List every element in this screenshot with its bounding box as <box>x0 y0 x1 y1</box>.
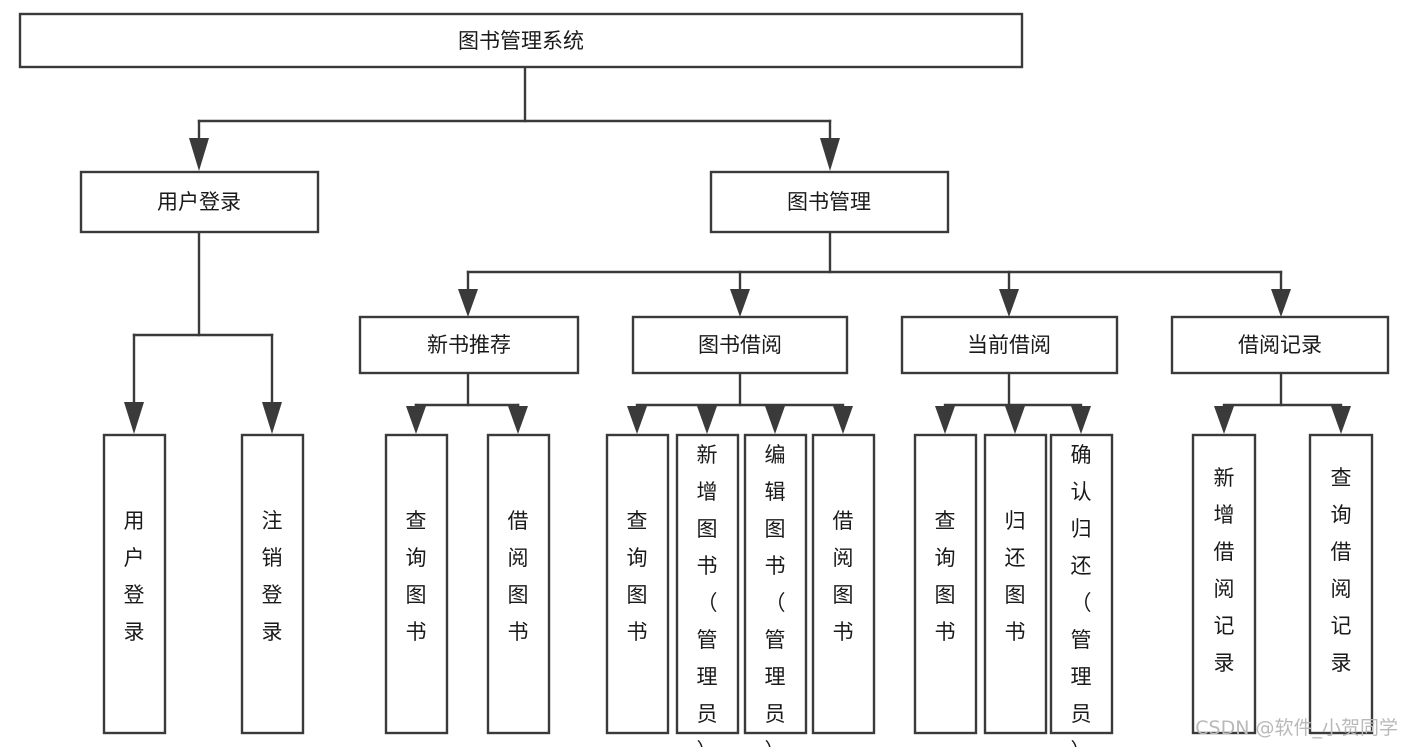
arrow-to-book-borrow <box>730 289 750 317</box>
arrow-to-leaf-add-record <box>1214 406 1234 434</box>
node-leaf-user-login-box[interactable] <box>102 433 167 735</box>
connector-group-borrow-record <box>1214 371 1351 434</box>
node-leaf-borrow-book-2-box[interactable] <box>811 433 876 735</box>
node-leaf-query-record[interactable]: 查询借阅记录 <box>1308 433 1374 735</box>
connector-group-root <box>189 65 840 171</box>
arrow-to-leaf-borrow-book-2 <box>833 406 853 434</box>
node-user-login-label: 用户登录 <box>157 190 241 214</box>
node-root-label: 图书管理系统 <box>458 29 584 53</box>
node-leaf-confirm-return-label: 确认归还（管理员） <box>1071 443 1092 747</box>
node-user-login[interactable]: 用户登录 <box>79 170 320 234</box>
arrow-root-to-user-login <box>189 138 209 171</box>
node-book-borrow-label: 图书借阅 <box>698 333 782 357</box>
node-leaf-query-record-label: 查询借阅记录 <box>1331 466 1352 675</box>
node-borrow-record-box[interactable] <box>1170 315 1390 375</box>
node-leaf-add-book-label: 新增图书（管理员） <box>697 443 718 747</box>
arrow-to-leaf-query-book-1 <box>406 406 426 434</box>
arrow-to-leaf-confirm-return <box>1071 406 1091 434</box>
node-leaf-add-book-box[interactable] <box>675 433 740 735</box>
connector-group-current-borrow <box>935 371 1091 434</box>
node-leaf-borrow-book-2-label: 借阅图书 <box>833 509 854 644</box>
connector-group-user-login <box>124 230 282 434</box>
node-new-book-recommend[interactable]: 新书推荐 <box>358 315 580 375</box>
arrow-root-to-book-manage <box>820 138 840 171</box>
node-leaf-user-login-label: 用户登录 <box>124 509 145 644</box>
node-user-login-box[interactable] <box>79 170 320 234</box>
node-root-box[interactable] <box>18 12 1024 69</box>
node-leaf-query-book-1-label: 查询图书 <box>406 509 427 644</box>
node-leaf-query-book-3-label: 查询图书 <box>935 509 956 644</box>
arrow-to-leaf-add-book <box>697 406 717 434</box>
node-leaf-logout-login[interactable]: 注销登录 <box>240 433 305 735</box>
node-leaf-return-book-box[interactable] <box>983 433 1048 735</box>
node-leaf-borrow-book-1[interactable]: 借阅图书 <box>486 433 551 735</box>
node-leaf-query-book-3[interactable]: 查询图书 <box>913 433 978 735</box>
node-borrow-record-label: 借阅记录 <box>1238 333 1322 357</box>
node-leaf-user-login[interactable]: 用户登录 <box>102 433 167 735</box>
watermark-label: CSDN @软件_小贺同学 <box>1195 717 1398 739</box>
connector-group-book-borrow <box>627 371 853 434</box>
arrow-to-leaf-query-book-3 <box>935 406 955 434</box>
node-current-borrow-label: 当前借阅 <box>967 333 1051 357</box>
node-leaf-return-book[interactable]: 归还图书 <box>983 433 1048 735</box>
node-root[interactable]: 图书管理系统 <box>18 12 1024 69</box>
connector-group-book-manage <box>458 230 1291 317</box>
node-borrow-record[interactable]: 借阅记录 <box>1170 315 1390 375</box>
node-leaf-logout-login-label: 注销登录 <box>262 509 283 644</box>
node-leaf-query-book-2-label: 查询图书 <box>627 509 648 644</box>
node-leaf-borrow-book-1-label: 借阅图书 <box>508 509 529 644</box>
node-leaf-borrow-book-2[interactable]: 借阅图书 <box>811 433 876 735</box>
node-leaf-return-book-label: 归还图书 <box>1005 509 1026 644</box>
node-book-borrow-box[interactable] <box>631 315 849 375</box>
node-leaf-query-book-1[interactable]: 查询图书 <box>384 433 449 735</box>
node-leaf-query-book-2[interactable]: 查询图书 <box>605 433 670 735</box>
arrow-to-leaf-query-record <box>1331 406 1351 434</box>
node-leaf-add-record[interactable]: 新增借阅记录 <box>1191 433 1257 735</box>
node-book-manage-box[interactable] <box>709 170 950 234</box>
node-leaf-borrow-book-1-box[interactable] <box>486 433 551 735</box>
arrow-to-current-borrow <box>999 289 1019 317</box>
node-leaf-edit-book[interactable]: 编辑图书（管理员） <box>743 433 808 747</box>
node-leaf-query-book-2-box[interactable] <box>605 433 670 735</box>
arrow-to-leaf-query-book-2 <box>627 406 647 434</box>
node-leaf-query-book-3-box[interactable] <box>913 433 978 735</box>
node-leaf-edit-book-label: 编辑图书（管理员） <box>765 443 786 747</box>
arrow-to-leaf-return-book <box>1005 406 1025 434</box>
node-new-book-recommend-box[interactable] <box>358 315 580 375</box>
node-leaf-confirm-return-box[interactable] <box>1049 433 1114 735</box>
connector-group-new-book-recommend <box>406 371 528 434</box>
arrow-to-leaf-edit-book <box>765 406 785 434</box>
node-current-borrow[interactable]: 当前借阅 <box>900 315 1119 375</box>
arrow-to-borrow-record <box>1271 289 1291 317</box>
node-new-book-recommend-label: 新书推荐 <box>427 333 511 357</box>
node-leaf-edit-book-box[interactable] <box>743 433 808 735</box>
arrow-to-leaf-user-login <box>124 402 144 434</box>
arrow-to-leaf-borrow-book-1 <box>508 406 528 434</box>
node-book-manage[interactable]: 图书管理 <box>709 170 950 234</box>
node-leaf-add-record-box[interactable] <box>1191 433 1257 735</box>
node-leaf-query-book-1-box[interactable] <box>384 433 449 735</box>
node-leaf-add-book[interactable]: 新增图书（管理员） <box>675 433 740 747</box>
node-book-borrow[interactable]: 图书借阅 <box>631 315 849 375</box>
node-current-borrow-box[interactable] <box>900 315 1119 375</box>
node-leaf-add-record-label: 新增借阅记录 <box>1214 466 1235 675</box>
arrow-to-new-book-recommend <box>458 289 478 317</box>
node-leaf-confirm-return[interactable]: 确认归还（管理员） <box>1049 433 1114 747</box>
arrow-to-leaf-logout-login <box>262 402 282 434</box>
node-leaf-logout-login-box[interactable] <box>240 433 305 735</box>
node-book-manage-label: 图书管理 <box>787 190 871 214</box>
node-leaf-query-record-box[interactable] <box>1308 433 1374 735</box>
